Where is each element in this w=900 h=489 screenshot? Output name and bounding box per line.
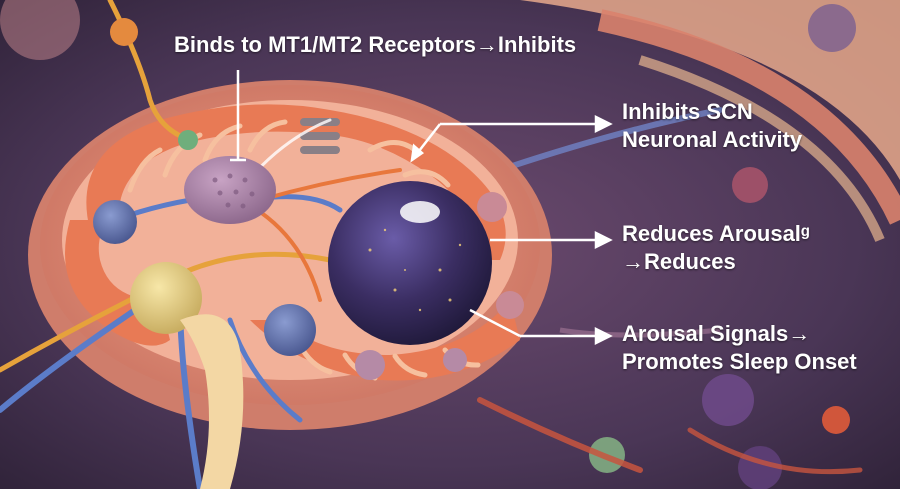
pointer-line-sleep-diag — [469, 308, 521, 338]
outer-membrane-band — [597, 9, 900, 225]
filament — [687, 427, 863, 475]
mt-receptor — [184, 156, 276, 224]
vesicle — [443, 348, 467, 372]
vesicle — [477, 192, 507, 222]
bg-sphere — [0, 0, 80, 60]
bg-sphere — [822, 406, 850, 434]
outer-membrane-inner — [638, 55, 885, 242]
label-scn-line2: Neuronal Activity — [622, 127, 803, 152]
outer-membrane-top — [520, 0, 900, 180]
blue-node — [93, 200, 137, 244]
annotation-lines — [230, 70, 613, 346]
label-arousal-reduction: Reduces Arousalᵍ →Reduces — [622, 220, 810, 276]
label-receptor-binding: Binds to MT1/MT2 Receptors→Inhibits — [174, 32, 577, 57]
yellow-organelle — [130, 262, 202, 334]
arrowhead-sleep — [594, 326, 613, 346]
arrowhead-scn — [594, 114, 613, 134]
label-arousal-line2: →Reduces — [622, 249, 736, 274]
filament — [497, 107, 723, 173]
receptor-texture — [212, 173, 255, 209]
filament — [559, 327, 721, 338]
arrowhead-arousal — [594, 230, 613, 250]
bg-sphere — [702, 374, 754, 426]
blue-node — [264, 304, 316, 356]
label-arousal-line1: Reduces Arousalᵍ — [622, 221, 810, 246]
vesicle — [496, 291, 524, 319]
label-sleep-line1: Arousal Signals→ — [622, 321, 811, 346]
pointer-head-scn-inner — [410, 143, 425, 163]
green-node — [178, 130, 198, 150]
label-sleep-line2: Promotes Sleep Onset — [622, 349, 857, 374]
orange-node — [110, 18, 138, 46]
label-scn-line1: Inhibits SCN — [622, 99, 753, 124]
bg-sphere — [808, 4, 856, 52]
nucleus — [328, 181, 492, 345]
label-scn-inhibition: Inhibits SCN Neuronal Activity — [622, 98, 802, 154]
label-sleep-onset: Arousal Signals→ Promotes Sleep Onset — [622, 320, 857, 376]
membrane-channel — [180, 314, 244, 489]
vesicle — [355, 350, 385, 380]
nucleus-sparkles — [368, 228, 462, 312]
nucleus-highlight — [400, 201, 440, 223]
bg-sphere — [732, 167, 768, 203]
filament — [477, 397, 643, 473]
